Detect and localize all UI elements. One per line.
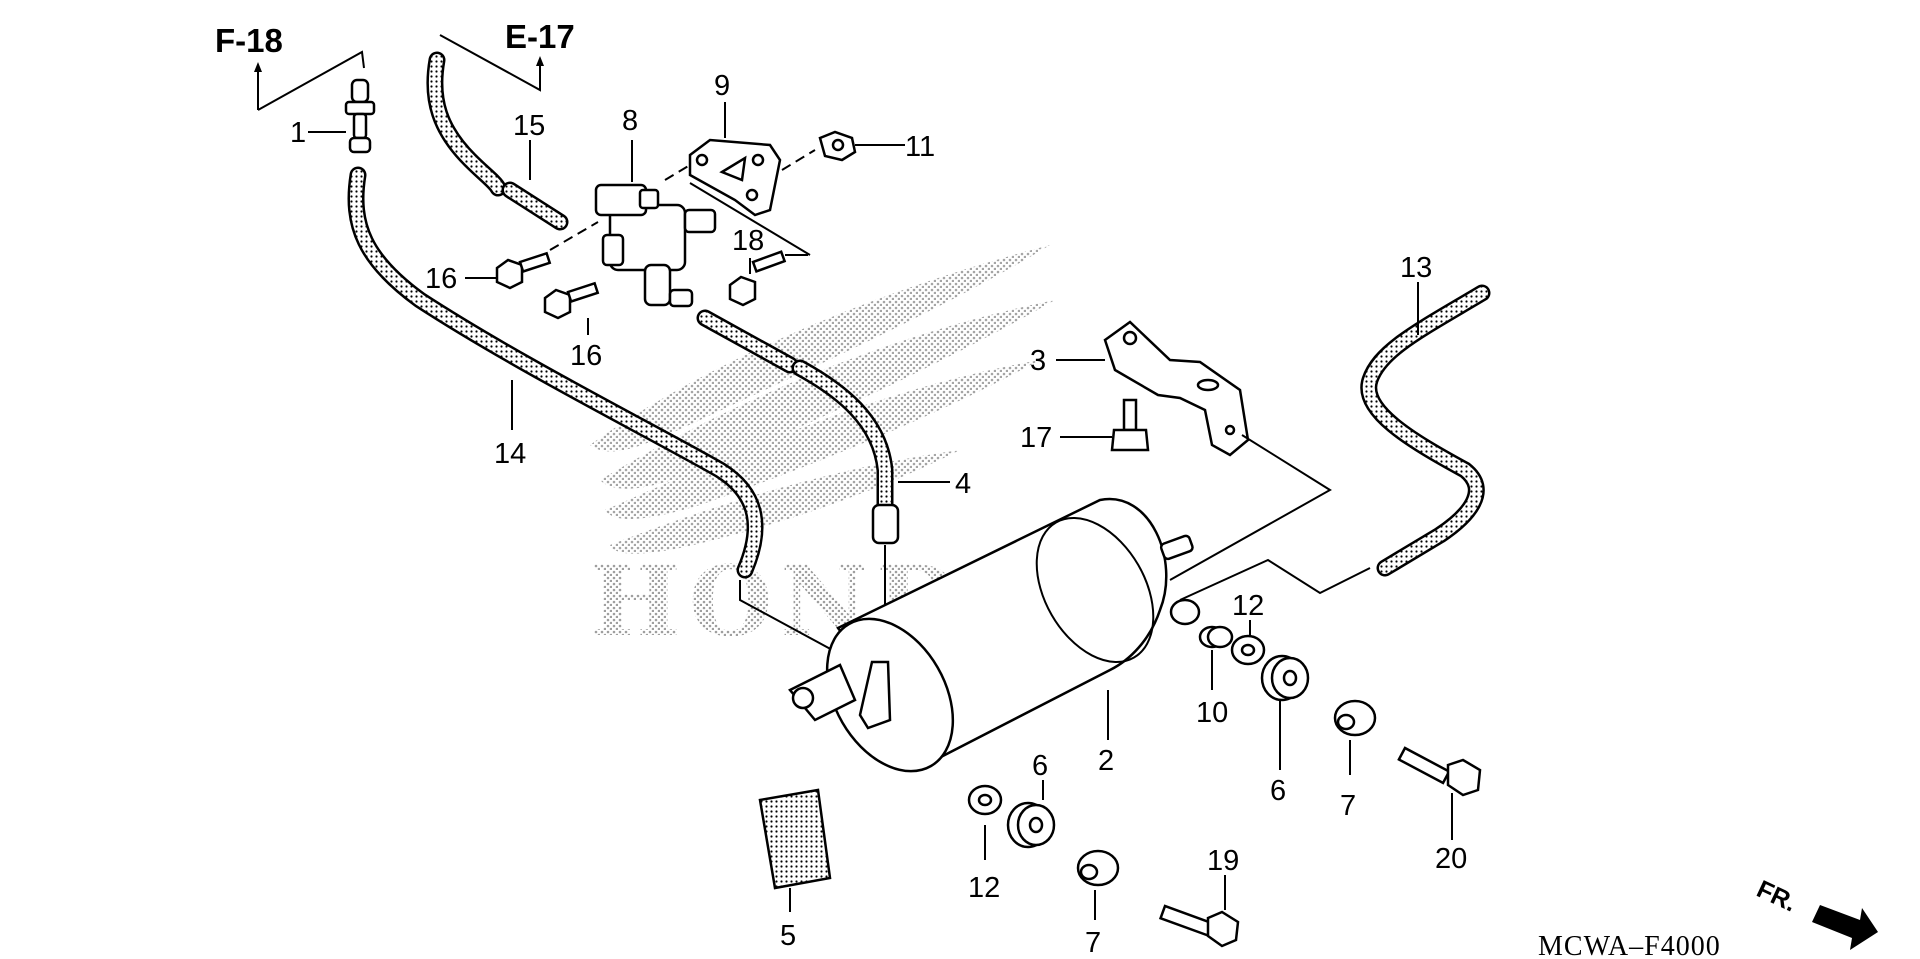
label-part-12-lower: 12	[968, 872, 1000, 904]
washer-part-12-lower	[967, 784, 1003, 816]
hose-part-14	[347, 166, 764, 579]
label-part-6-lower: 6	[1032, 750, 1048, 782]
bracket-part-3	[1103, 320, 1250, 457]
washer-part-12-upper	[1230, 634, 1266, 666]
reference-f18[interactable]: F-18	[215, 22, 283, 59]
hose-part-4-tube	[696, 309, 799, 374]
label-part-5: 5	[780, 920, 796, 952]
label-part-6-upper: 6	[1270, 775, 1286, 807]
bracket-plate-part-9	[688, 138, 782, 217]
label-part-19: 19	[1207, 845, 1239, 877]
pad-part-5	[758, 788, 832, 890]
collar-part-7-upper	[1333, 699, 1377, 737]
label-part-20: 20	[1435, 843, 1467, 875]
grommet-part-6-upper	[1260, 654, 1310, 702]
label-part-3: 3	[1030, 345, 1046, 377]
reference-bracket-e17	[439, 34, 544, 92]
label-part-4: 4	[955, 468, 971, 500]
label-part-14: 14	[494, 438, 526, 470]
front-direction-label: FR.	[1752, 875, 1800, 917]
label-part-8: 8	[622, 105, 638, 137]
collar-part-7-lower	[1076, 849, 1120, 887]
bolt-part-17	[1110, 398, 1150, 452]
label-part-7-upper: 7	[1340, 790, 1356, 822]
label-part-18: 18	[732, 225, 764, 257]
label-part-11: 11	[905, 131, 935, 163]
label-part-2: 2	[1098, 745, 1114, 777]
label-part-15: 15	[513, 110, 545, 142]
label-part-12-upper: 12	[1232, 590, 1264, 622]
bolt-part-16-upper	[495, 251, 552, 290]
bolt-part-16-lower	[543, 281, 600, 320]
reference-e17[interactable]: E-17	[505, 18, 575, 55]
label-part-9: 9	[714, 70, 730, 102]
label-part-17: 17	[1020, 422, 1052, 454]
fitting-part-1	[344, 78, 376, 154]
label-part-16-lower: 16	[570, 340, 602, 372]
label-part-1: 1	[290, 117, 306, 149]
solenoid-valve-part-8	[594, 183, 717, 308]
front-direction-arrow	[1812, 905, 1878, 950]
reference-bracket-f18	[254, 50, 365, 111]
hose-part-15-upper	[426, 51, 507, 197]
collar-part-10	[1198, 625, 1234, 649]
nut-part-11	[818, 130, 857, 162]
bolt-part-18	[728, 250, 787, 307]
hose-part-13	[1360, 284, 1491, 577]
label-part-7-lower: 7	[1085, 927, 1101, 959]
label-part-13: 13	[1400, 252, 1432, 284]
bolt-part-19	[1158, 904, 1240, 948]
diagram-code: MCWA–F4000	[1538, 931, 1721, 959]
bolt-part-20	[1397, 746, 1482, 797]
canister-part-2	[788, 497, 1201, 773]
label-part-16-upper: 16	[425, 263, 457, 295]
grommet-part-6-lower	[1006, 801, 1056, 849]
hose-part-15-tube	[501, 181, 569, 231]
label-part-10: 10	[1196, 697, 1228, 729]
hose-part-4	[791, 359, 900, 545]
